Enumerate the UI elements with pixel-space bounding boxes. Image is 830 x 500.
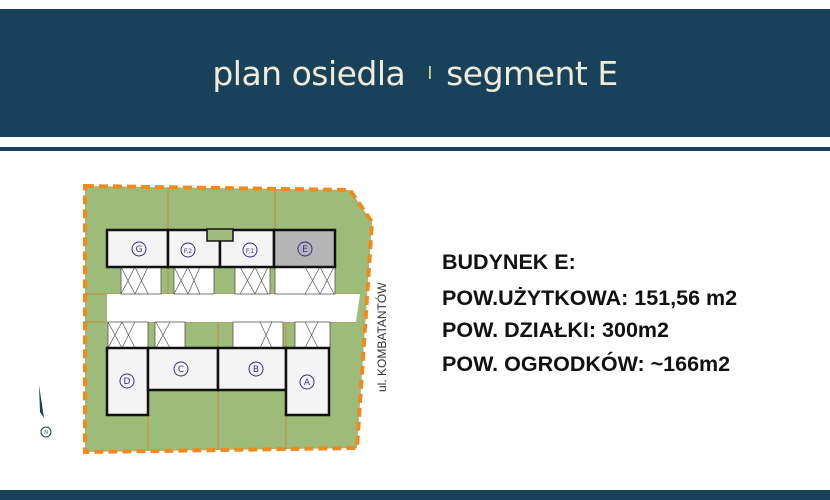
header-separator: I bbox=[427, 62, 433, 84]
building-d bbox=[105, 346, 150, 417]
label-a: A bbox=[304, 378, 311, 388]
info-usable-area: POW.UŻYTKOWA: 151,56 m2 bbox=[442, 286, 738, 310]
building-a bbox=[284, 346, 331, 417]
label-e: E bbox=[302, 245, 308, 255]
footer-bar bbox=[0, 490, 830, 500]
north-label: N bbox=[44, 430, 48, 436]
street-label: ul. KOMBATANTÓW bbox=[374, 282, 389, 392]
info-title: BUDYNEK E: bbox=[442, 250, 576, 274]
label-f1: F.1 bbox=[246, 248, 254, 255]
building-b bbox=[216, 346, 288, 392]
north-arrow-icon bbox=[39, 385, 44, 418]
building-e bbox=[272, 228, 337, 269]
site-plan: G F.2 F.1 E D C B A ul. KOMBATANTÓW N bbox=[39, 183, 389, 455]
label-b: B bbox=[253, 365, 259, 375]
info-garden-area: POW. OGRODKÓW: ~166m2 bbox=[442, 352, 731, 376]
building-g bbox=[105, 228, 170, 269]
header-title-left: plan osiedla bbox=[212, 53, 406, 93]
internal-road bbox=[107, 294, 360, 322]
building-c bbox=[146, 346, 220, 392]
label-c: C bbox=[178, 365, 184, 375]
info-plot-area: POW. DZIAŁKI: 300m2 bbox=[442, 318, 669, 342]
parking-marks bbox=[107, 266, 335, 349]
header-title-right: segment E bbox=[446, 53, 618, 93]
page-header: plan osiedla I segment E bbox=[0, 9, 830, 137]
label-d: D bbox=[124, 377, 131, 387]
divider bbox=[0, 147, 830, 151]
label-g: G bbox=[136, 245, 143, 255]
label-f2: F.2 bbox=[184, 248, 192, 255]
